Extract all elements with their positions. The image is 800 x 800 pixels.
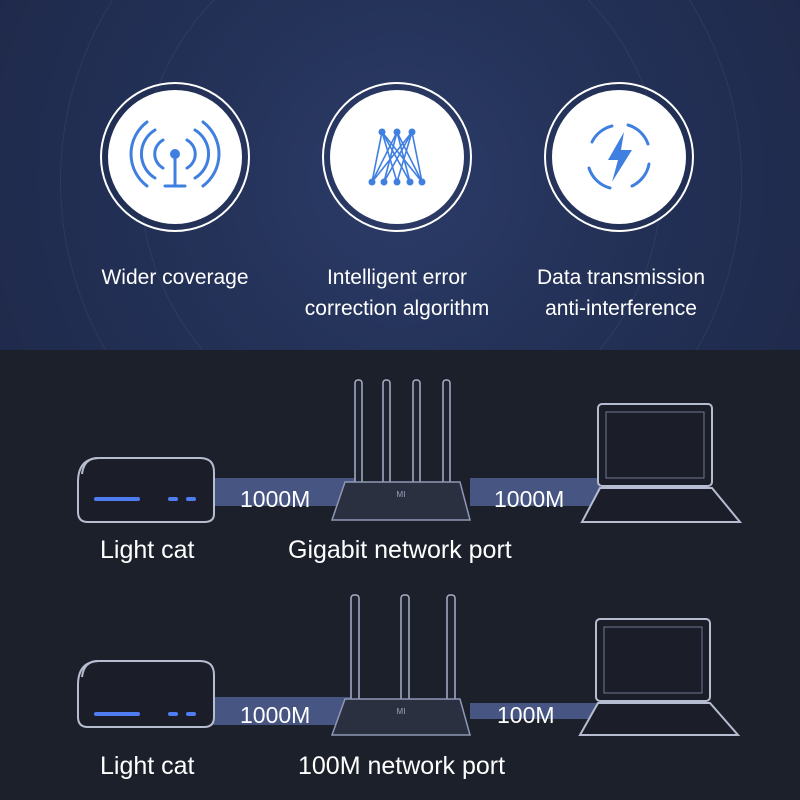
- network-mesh-icon: [368, 128, 426, 186]
- cable-left: [205, 697, 355, 725]
- svg-text:MI: MI: [397, 490, 406, 499]
- gigabit-source-label: Light cat: [100, 536, 195, 564]
- antenna-signal-icon: [129, 120, 221, 188]
- lightning-bolt-icon: [587, 123, 651, 190]
- feature-label-error-correction: Intelligent error correction algorithm: [304, 266, 490, 320]
- router-device: MI: [330, 379, 471, 521]
- feature-label-anti-interference: Data transmission anti-interference: [536, 266, 706, 320]
- feature-error-correction: [322, 82, 472, 232]
- cable-right: [470, 703, 600, 719]
- laptop-device: [580, 403, 743, 523]
- router-device: MI: [330, 594, 471, 736]
- gigabit-left-speed: 1000M: [240, 486, 311, 512]
- features-panel: Wider coverage Intelligent error correct…: [0, 0, 800, 350]
- gigabit-right-speed: 1000M: [494, 486, 565, 512]
- light-cat-device: [77, 660, 215, 728]
- fast-left-speed: 1000M: [240, 702, 311, 728]
- cable-left: [205, 478, 355, 506]
- fast-port-label: 100M network port: [298, 752, 506, 780]
- fast-diagram: MI: [77, 594, 741, 736]
- fast-source-label: Light cat: [100, 752, 195, 780]
- feature-label-coverage: Wider coverage: [101, 266, 249, 289]
- laptop-device: [578, 618, 741, 736]
- light-cat-device: [77, 457, 215, 523]
- fast-right-speed: 100M: [497, 702, 555, 728]
- feature-anti-interference: [544, 82, 694, 232]
- svg-text:MI: MI: [397, 707, 406, 716]
- gigabit-port-label: Gigabit network port: [288, 536, 512, 564]
- cable-right: [470, 478, 600, 506]
- decorative-ring: [60, 0, 742, 350]
- gigabit-diagram: MI: [77, 379, 743, 523]
- feature-coverage: [100, 82, 250, 232]
